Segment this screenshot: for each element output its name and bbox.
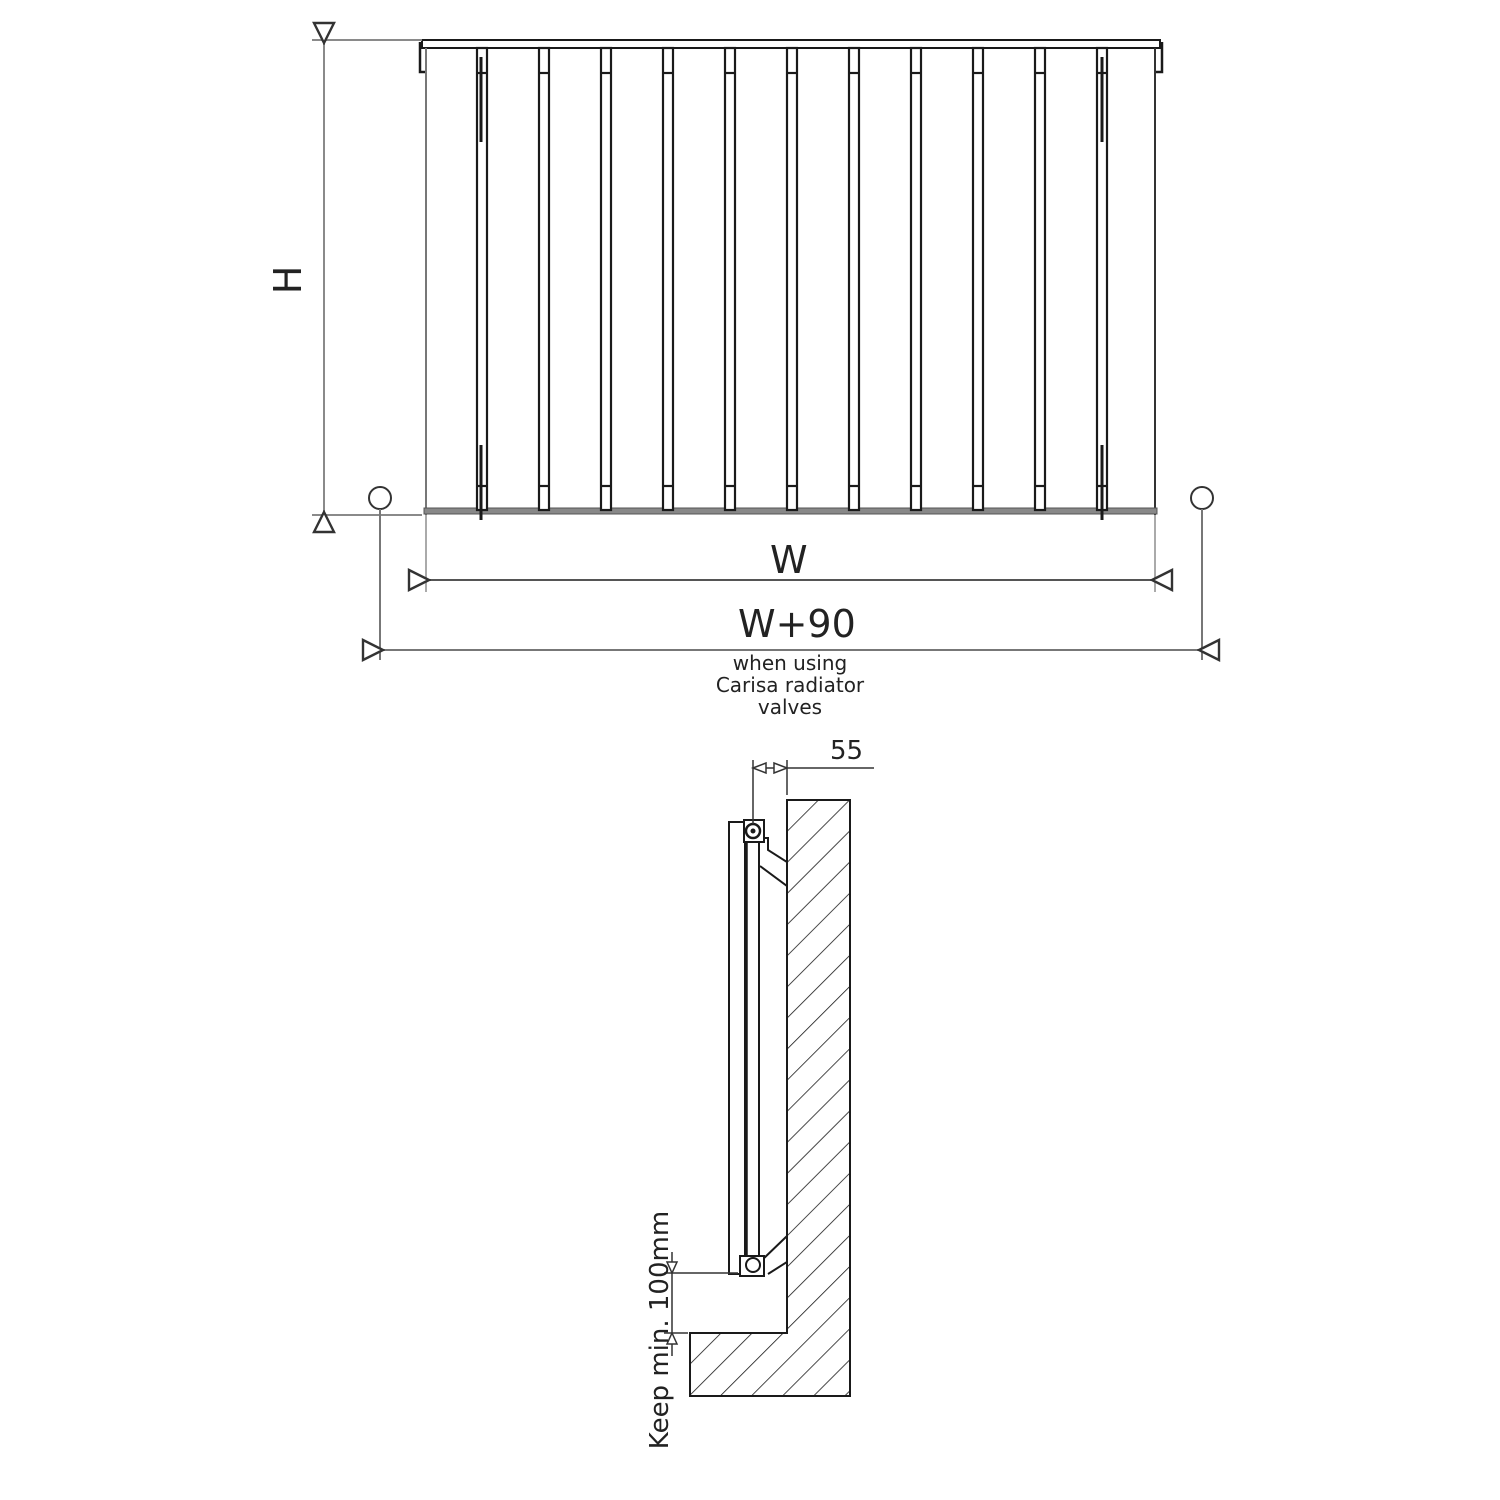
wall-clearance-label: 55 [830, 736, 864, 766]
radiator-side-profile [728, 821, 788, 1275]
radiator-columns [475, 46, 1109, 512]
valve-note-line-1: when using [732, 651, 848, 675]
valve-note-line-3: valves [757, 695, 823, 719]
floor-clearance-label: Keep min. 100mm [645, 1210, 675, 1450]
column [847, 46, 861, 512]
width-label: W [770, 538, 808, 582]
height-label: H [266, 265, 310, 295]
wall-brackets [479, 57, 1104, 520]
width-dimension [426, 515, 1155, 592]
valve-note: when using Carisa radiator valves [690, 652, 890, 718]
valve-note-line-2: Carisa radiator [715, 673, 865, 697]
column [1033, 46, 1047, 512]
top-valve-icon [743, 819, 765, 843]
column [909, 46, 923, 512]
column [971, 46, 985, 512]
column [661, 46, 675, 512]
column [785, 46, 799, 512]
right-valve-icon [1190, 486, 1214, 510]
column [537, 46, 551, 512]
front-view [312, 40, 1213, 660]
column [599, 46, 613, 512]
floor-clearance-dimension [664, 1252, 738, 1356]
wall-clearance-dimension [750, 760, 874, 824]
bottom-valve-icon [739, 1255, 765, 1277]
width-with-valves-label: W+90 [738, 602, 856, 646]
height-dimension [312, 40, 422, 515]
wall-section [689, 799, 851, 1397]
width-with-valves-dimension [380, 509, 1202, 660]
left-valve-icon [368, 486, 392, 510]
column [723, 46, 737, 512]
side-view [664, 760, 874, 1397]
